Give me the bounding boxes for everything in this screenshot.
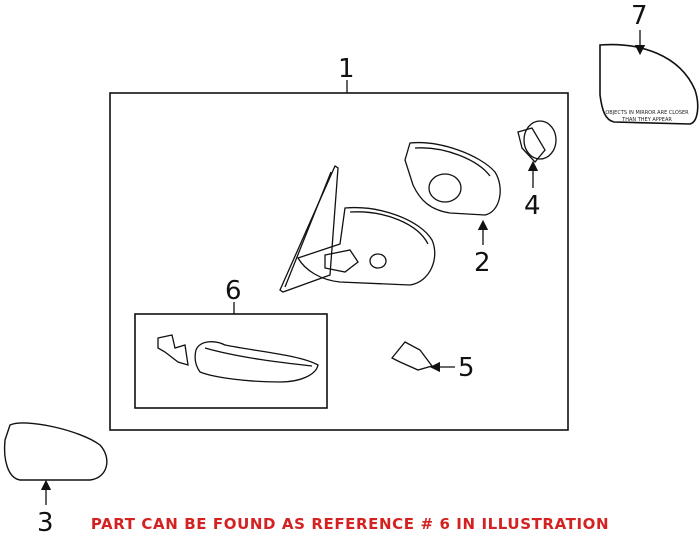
callout-7: 7 bbox=[631, 1, 648, 31]
mirror-cover-drawing bbox=[3, 422, 108, 481]
callout-1: 1 bbox=[338, 54, 355, 84]
callout-5: 5 bbox=[458, 353, 475, 383]
mirror-backing-plate-drawing bbox=[404, 141, 501, 216]
motor-clip-drawing bbox=[517, 120, 557, 163]
clip-5-drawing bbox=[390, 341, 434, 371]
callout-4: 4 bbox=[524, 191, 541, 221]
mirror-glass-drawing bbox=[599, 43, 699, 125]
callout-6: 6 bbox=[225, 276, 242, 306]
mirror-housing-drawing bbox=[279, 165, 436, 293]
turn-signal-lamp-drawing bbox=[157, 334, 319, 383]
reference-note: PART CAN BE FOUND AS REFERENCE # 6 IN IL… bbox=[90, 515, 610, 533]
callout-2: 2 bbox=[474, 248, 491, 278]
subassembly-box-6 bbox=[134, 313, 328, 409]
assembly-box bbox=[109, 92, 569, 431]
mirror-glass-warning: OBJECTS IN MIRROR ARE CLOSER THAN THEY A… bbox=[605, 110, 689, 123]
callout-3: 3 bbox=[37, 508, 54, 538]
